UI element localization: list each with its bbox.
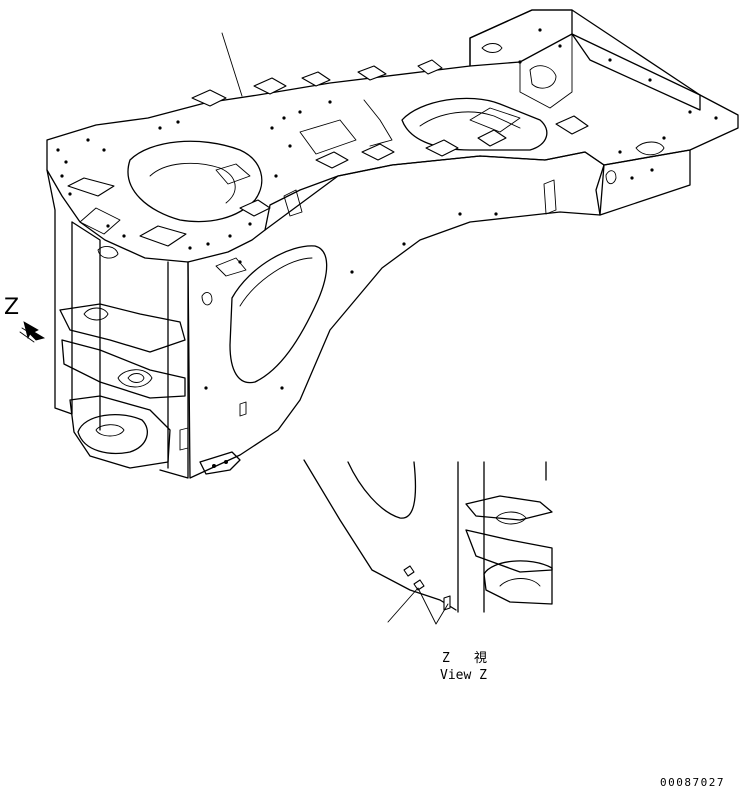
lower-arm bbox=[69, 395, 171, 469]
leader-line-top bbox=[221, 32, 243, 97]
deck-cutout-right bbox=[401, 97, 548, 151]
deck-cutout-left bbox=[127, 140, 263, 223]
bracket-a bbox=[403, 565, 415, 577]
side-wall bbox=[187, 151, 605, 479]
view-direction-arrow-icon bbox=[19, 321, 46, 343]
bottom-mount bbox=[199, 451, 241, 475]
bracket-c bbox=[443, 595, 451, 611]
side-oval-window bbox=[229, 245, 328, 384]
right-end-plate bbox=[595, 149, 691, 216]
detail-caption-kanji: 視 bbox=[474, 651, 487, 666]
rear-frame-assembly bbox=[46, 9, 739, 479]
mounting-pads bbox=[67, 59, 589, 247]
drawing-number: 00087027 bbox=[660, 776, 725, 789]
rivet-holes bbox=[56, 28, 718, 390]
view-marker: Z bbox=[4, 295, 46, 343]
detail-caption-english: View Z bbox=[440, 668, 487, 683]
view-marker-letter: Z bbox=[4, 295, 19, 320]
front-column-right bbox=[159, 261, 189, 479]
detail-leader-lines bbox=[387, 587, 449, 625]
rear-box-top bbox=[469, 9, 573, 67]
bracket-b bbox=[413, 579, 425, 591]
upper-arm bbox=[59, 303, 186, 353]
detail-view-z: Z 視 View Z bbox=[303, 459, 553, 683]
top-deck-plate bbox=[46, 9, 739, 263]
detail-caption-letter: Z bbox=[442, 651, 450, 666]
front-column-left bbox=[46, 169, 73, 415]
lower-disk bbox=[77, 414, 148, 455]
middle-arm bbox=[61, 339, 186, 399]
